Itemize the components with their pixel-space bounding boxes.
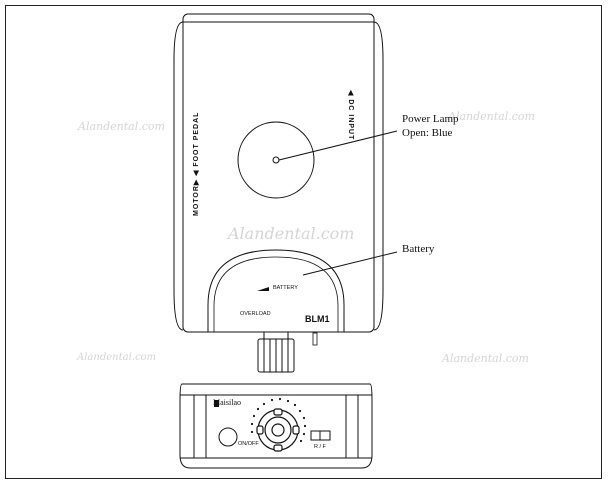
motor-port-label: MOTOR▶ [193, 178, 200, 216]
rf-switch [310, 430, 331, 441]
speed-dial-ticks [250, 397, 307, 443]
watermark-lower-left: Alandental.com [77, 352, 157, 363]
power-lamp-sublabel: Open: Blue [402, 127, 453, 139]
battery-dome [207, 249, 345, 332]
foot-pedal-port-label: ◀ FOOT PEDAL [193, 111, 200, 176]
onoff-label: ON/OFF [238, 441, 259, 447]
battery-indicator-label: BATTERY [273, 285, 298, 291]
diagram-frame [5, 5, 602, 479]
power-lamp-leader [278, 130, 398, 161]
power-lamp-label: Power Lamp [402, 113, 459, 125]
battery-leader [302, 251, 398, 276]
watermark-right: Alandental.com [448, 110, 535, 123]
battery-wedge-icon [257, 287, 269, 291]
power-lamp-circle [237, 121, 315, 199]
brand-label: Maisilao [213, 398, 241, 407]
watermark-left: Alandental.com [78, 120, 165, 133]
overload-label: OVERLOAD [240, 311, 271, 317]
model-label: BLM1 [305, 314, 330, 324]
battery-label: Battery [402, 243, 435, 255]
onoff-button [218, 427, 238, 447]
speed-dial [256, 408, 300, 452]
side-pin [312, 332, 318, 346]
rf-label: R / F [314, 444, 326, 450]
brand-logo-icon [214, 400, 219, 407]
watermark-center: Alandental.com [228, 224, 355, 243]
dc-input-port-label: ◀ DC INPUT [347, 90, 354, 141]
motor-connector [257, 331, 295, 373]
power-lamp-dot [272, 156, 280, 164]
watermark-lower-right: Alandental.com [442, 352, 529, 365]
